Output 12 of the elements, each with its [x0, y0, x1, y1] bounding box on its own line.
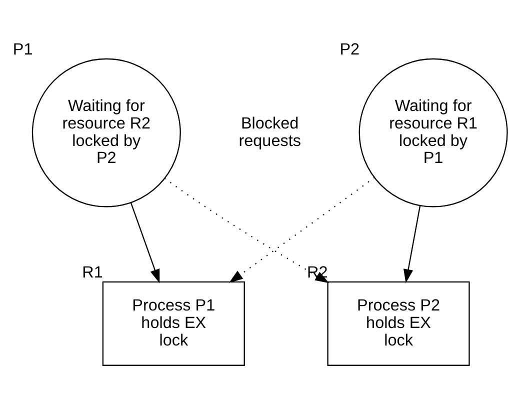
node-box: Process P2 holds EX lock [327, 280, 470, 366]
arrow [404, 205, 421, 283]
arrow [229, 176, 375, 282]
label: Blocked requests [238, 114, 301, 150]
node-label: P1 [12, 40, 33, 58]
node-circle: Waiting for resource R2 locked by P2 [32, 58, 181, 207]
arrow [164, 177, 330, 283]
arrow [130, 202, 160, 283]
node-circle: Waiting for resource R1 locked by P1 [358, 58, 508, 207]
node-label: P2 [340, 40, 360, 58]
node-label: R1 [82, 263, 103, 281]
node-box: Process P1 holds EX lock [102, 280, 245, 366]
